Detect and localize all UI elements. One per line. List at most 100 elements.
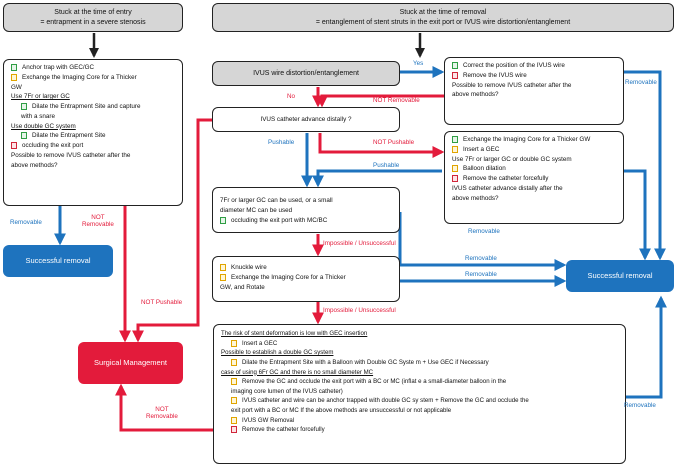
list-item-text: Remove the IVUS wire xyxy=(463,71,527,79)
seven-fr-box: 7Fr or larger GC can be used, or a small… xyxy=(212,187,400,233)
label-not-removable-2: NOT Removable xyxy=(82,214,114,228)
list-item-text: Insert a GEC xyxy=(463,145,500,153)
label-impossible-1: Impossible / Unsuccessful xyxy=(323,240,396,247)
main-success-label: Successful removal xyxy=(587,271,653,281)
list-item-text: Exchange the Imaging Core for a Thicker … xyxy=(463,136,591,143)
surgical-box: Surgical Management xyxy=(78,342,183,384)
label-pushable-2: Pushable xyxy=(373,162,400,169)
list-item-text: The risk of stent deformation is low wit… xyxy=(221,330,368,337)
green-marker-icon xyxy=(452,62,458,69)
list-item-text: exit port with a BC or MC If the above m… xyxy=(231,407,452,414)
list-item-text: Possible to establish a double GC system xyxy=(221,349,334,357)
list-item-text: Use 7Fr or larger GC xyxy=(11,93,70,101)
list-item: Possible to remove IVUS catheter after t… xyxy=(452,81,616,91)
list-item-text: Exchange the Imaging Core for a Thicker xyxy=(22,73,137,81)
green-marker-icon xyxy=(21,103,27,110)
list-item: Remove the GC and occlude the exit port … xyxy=(221,377,618,387)
list-item: GW, and Rotate xyxy=(220,283,392,293)
list-item-text: case of using 6Fr GC and there is no sma… xyxy=(221,368,374,376)
list-item: above methods? xyxy=(452,90,616,100)
list-item: diameter MC can be used xyxy=(220,206,392,216)
list-item-text: 7Fr or larger GC can be used, or a small xyxy=(220,197,333,204)
yellow-marker-icon xyxy=(452,165,458,173)
entry-header-line1: Stuck at the time of entry xyxy=(54,9,132,17)
arrow-pushable-back xyxy=(312,169,442,188)
main-success-box: Successful removal xyxy=(566,260,674,292)
entry-success-label: Successful removal xyxy=(25,256,91,266)
arrow-bottom-removable xyxy=(626,295,667,399)
yellow-marker-icon xyxy=(231,358,237,366)
list-item: case of using 6Fr GC and there is no sma… xyxy=(221,368,618,378)
list-item: occluding the exit port with MC/BC xyxy=(220,216,392,226)
arrow-seven-removable xyxy=(398,212,567,271)
list-item-text: Possible to remove IVUS catheter after t… xyxy=(452,81,572,89)
label-no: No xyxy=(287,93,296,100)
list-item: Balloon dilation xyxy=(452,164,616,174)
list-item: Possible to establish a double GC system xyxy=(221,348,618,358)
arrow-bottom-not-removable xyxy=(115,383,213,432)
list-item: GW xyxy=(11,83,175,93)
green-marker-icon xyxy=(220,216,226,224)
list-item: with a snare xyxy=(11,112,175,122)
list-item: Remove the IVUS wire xyxy=(452,71,616,81)
red-marker-icon xyxy=(231,426,237,434)
list-item: Possible to remove IVUS catheter after t… xyxy=(11,151,175,161)
list-item: above methods? xyxy=(11,161,175,171)
list-item: IVUS catheter advance distally after the xyxy=(452,184,616,194)
list-item-text: IVUS catheter advance distally after the xyxy=(452,184,563,192)
yellow-marker-icon xyxy=(231,416,237,424)
green-marker-icon xyxy=(452,136,458,143)
red-marker-icon xyxy=(452,71,458,79)
list-item-text: Remove the catheter forcefully xyxy=(242,426,325,434)
list-item-text: GW xyxy=(11,83,22,91)
list-item: Anchor trap with GEC/GC xyxy=(11,63,175,73)
list-item: Use 7Fr or larger GC xyxy=(11,92,175,102)
yellow-marker-icon xyxy=(220,273,226,281)
yellow-marker-icon xyxy=(220,264,226,271)
list-item-text: Correct the position of the IVUS wire xyxy=(463,62,565,69)
list-item: Dilate the Entrapment Site with a Balloo… xyxy=(221,358,618,368)
list-item-text: imaging core lumen of the IVUS catheter) xyxy=(231,387,343,395)
list-item-text: Dilate the Entrapment Site with a Balloo… xyxy=(242,358,489,366)
list-item: 7Fr or larger GC can be used, or a small xyxy=(220,196,392,206)
list-item-text: IVUS GW Removal xyxy=(242,416,295,424)
list-item: Knuckle wire xyxy=(220,263,392,273)
removal-header: Stuck at the time of removal = entanglem… xyxy=(212,3,674,32)
advance-question-box: IVUS catheter advance distally ? xyxy=(212,107,400,132)
list-item: Exchange the Imaging Core for a Thicker xyxy=(11,73,175,83)
arrow-not-pushable-right xyxy=(318,133,445,158)
list-item: Insert a GEC xyxy=(452,145,616,155)
entry-header-line2: = entrapment in a severe stenosis xyxy=(40,18,146,26)
removal-header-line1: Stuck at the time of removal xyxy=(399,9,487,17)
label-not-pushable-2: NOT Pushable xyxy=(141,299,183,306)
ivus-wire-label: IVUS wire distortion/entanglement xyxy=(253,69,359,77)
bottom-methods-box: The risk of stent deformation is low wit… xyxy=(213,324,626,464)
list-item-text: above methods? xyxy=(11,161,58,169)
label-yes: Yes xyxy=(413,60,424,67)
list-item: Dilate the Entrapment Site and capture xyxy=(11,102,175,112)
label-removable-1: Removable xyxy=(625,79,657,86)
surgical-label: Surgical Management xyxy=(94,358,167,368)
list-item-text: Insert a GEC xyxy=(242,339,278,347)
arrow-correct-removable xyxy=(624,70,666,261)
list-item-text: Dilate the Entrapment Site and capture xyxy=(32,103,141,110)
label-not-pushable-1: NOT Pushable xyxy=(373,139,415,146)
list-item: above methods? xyxy=(452,194,616,204)
list-item: Correct the position of the IVUS wire xyxy=(452,61,616,71)
list-item-text: Knuckle wire xyxy=(231,264,267,271)
list-item-text: above methods? xyxy=(452,194,499,202)
list-item: exit port with a BC or MC If the above m… xyxy=(221,406,618,416)
label-removable-3: Removable xyxy=(468,228,500,235)
green-marker-icon xyxy=(11,64,17,71)
advance-question-label: IVUS catheter advance distally ? xyxy=(260,115,352,123)
yellow-marker-icon xyxy=(231,378,237,386)
list-item-text: Balloon dilation xyxy=(463,165,506,173)
list-item-text: occluding the exit port xyxy=(22,142,84,149)
yellow-marker-icon xyxy=(452,145,458,153)
list-item: Remove the catheter forcefully xyxy=(452,174,616,184)
list-item: Insert a GEC xyxy=(221,339,618,349)
yellow-marker-icon xyxy=(231,339,237,347)
